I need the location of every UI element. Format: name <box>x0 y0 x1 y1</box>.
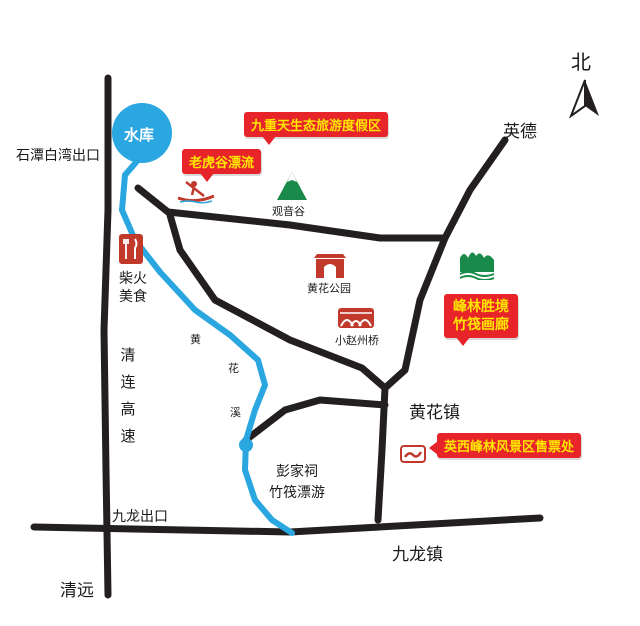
river-node <box>239 438 253 452</box>
reservoir-shape <box>112 103 172 163</box>
mountain-icon <box>277 172 307 200</box>
highway-char-1: 清 <box>120 346 136 364</box>
label-firewood-food-2: 美食 <box>119 289 147 305</box>
label-jiulong-town: 九龙镇 <box>392 545 443 565</box>
callout-gallery-line-2: 竹筏画廊 <box>453 317 509 333</box>
callout-ticket: 英西峰林风景区售票处 <box>428 433 582 458</box>
karst-peaks-icon <box>459 252 495 280</box>
label-shitan-exit: 石潭白湾出口 <box>16 148 100 164</box>
highway-char-3: 高 <box>120 400 136 418</box>
north-arrow-icon <box>569 79 599 119</box>
creek-char-3: 溪 <box>230 406 241 419</box>
huanghua-creek <box>119 157 295 536</box>
creek-char-1: 黄 <box>190 333 201 346</box>
callout-rafting: 老虎谷漂流 <box>182 149 262 182</box>
label-pengjia-1: 彭家祠 <box>276 464 318 480</box>
expressway-road <box>100 74 112 599</box>
label-qingyuan: 清远 <box>60 581 94 601</box>
top-road <box>134 136 509 242</box>
label-huanghua-town: 黄花镇 <box>409 403 460 423</box>
label-firewood-food-1: 柴火 <box>119 271 147 287</box>
label-xiaozhao-bridge: 小赵州桥 <box>335 334 379 347</box>
label-huanghua-park: 黄花公园 <box>307 282 351 295</box>
north-label: 北 <box>571 50 591 74</box>
highway-char-4: 速 <box>120 427 136 445</box>
reservoir-label: 水库 <box>124 126 155 144</box>
gate-icon <box>314 254 346 278</box>
label-yingde: 英德 <box>503 122 537 142</box>
bridge-icon <box>338 308 374 328</box>
label-jiulong-exit: 九龙出口 <box>112 509 168 525</box>
creek-char-2: 花 <box>228 362 239 375</box>
kayak-icon <box>177 181 215 204</box>
fork-knife-icon <box>119 234 143 264</box>
east-road <box>381 234 449 392</box>
callout-resort: 九重天生态旅游度假区 <box>244 112 389 145</box>
pengjia-road <box>242 396 389 444</box>
callout-gallery-line-1: 峰林胜境 <box>453 299 509 315</box>
ticket-icon <box>400 445 426 463</box>
label-pengjia-2: 竹筏漂游 <box>269 485 325 501</box>
highway-char-2: 连 <box>120 373 136 391</box>
callout-gallery: 峰林胜境 竹筏画廊 <box>444 294 518 346</box>
diagonal-road <box>166 211 389 392</box>
huanghua-road <box>374 384 389 524</box>
label-guanyin-valley: 观音谷 <box>272 205 305 218</box>
